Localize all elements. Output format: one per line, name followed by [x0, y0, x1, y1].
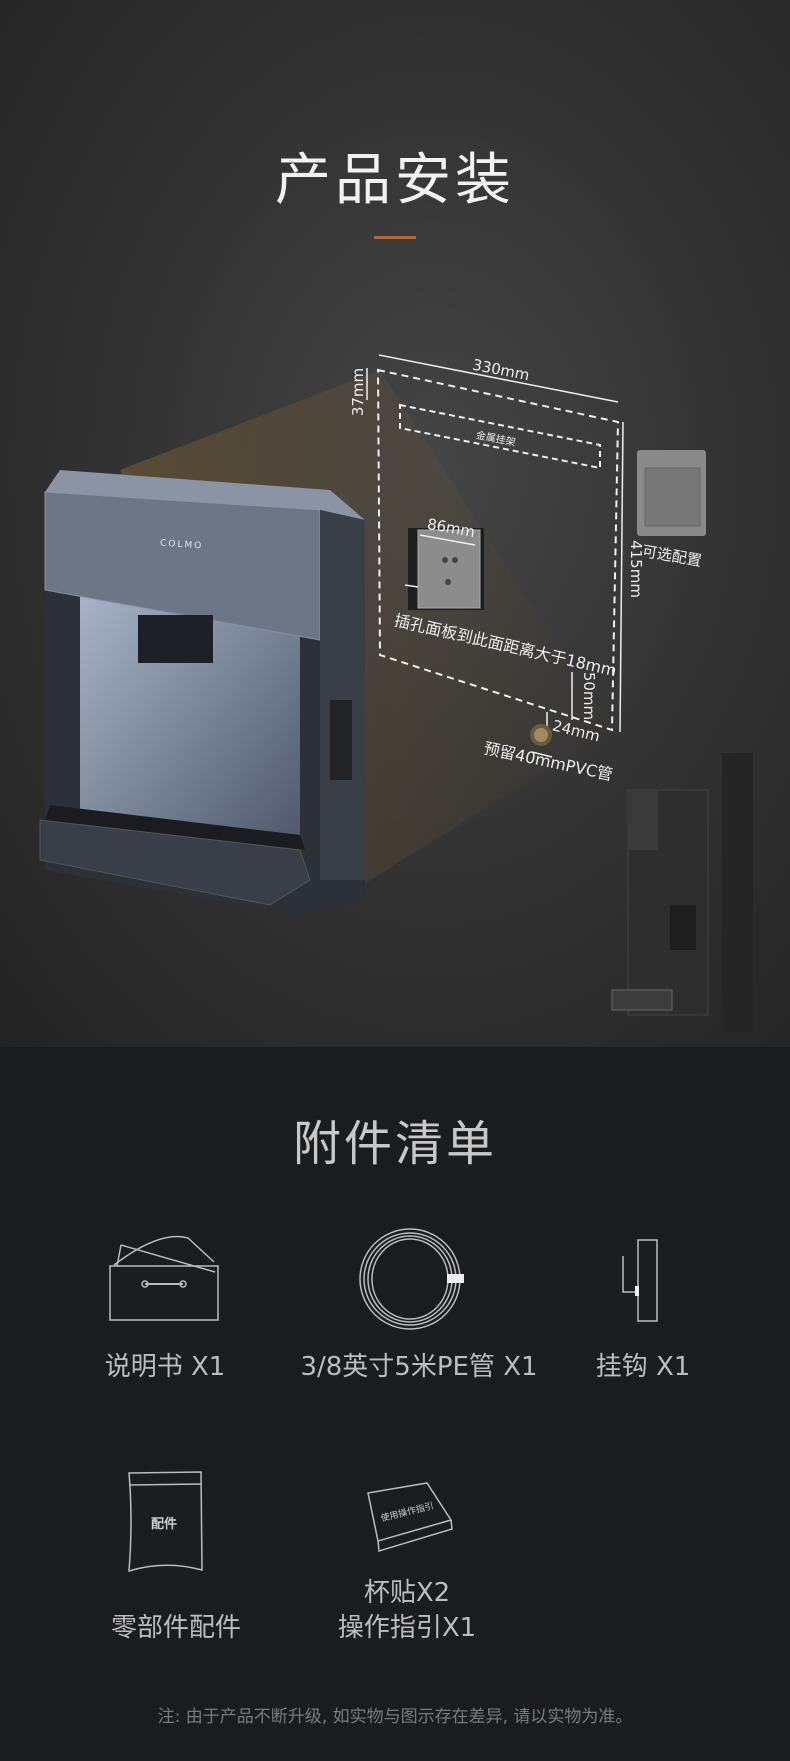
section-title-install: 产品安装 [275, 148, 515, 213]
title-accent-line [374, 236, 416, 239]
accessory-label-manual: 说明书 X1 [104, 1352, 226, 1382]
installation-illustration [39, 354, 753, 1032]
pvc-pipe-icon [530, 724, 552, 746]
install-area-outline [376, 368, 620, 732]
wall-side-icon [722, 753, 753, 1032]
socket-icon [417, 529, 481, 609]
installation-section: 产品安装 330mm 37mm 金属挂架 86mm 插孔面板到此面距离大于18m… [0, 0, 790, 1047]
bottom-offset-label: 50mm [580, 671, 599, 721]
accessories-section [0, 1047, 790, 1761]
accessory-label-guide: 操作指引X1 [337, 1613, 477, 1643]
accessory-label-hook: 挂钩 X1 [595, 1352, 691, 1382]
accessory-label-tube: 3/8英寸5米PE管 X1 [300, 1352, 538, 1382]
accessory-label-parts: 零部件配件 [110, 1613, 242, 1643]
width-dimension-line [378, 354, 619, 403]
top-offset-label: 37mm [349, 367, 368, 417]
accessory-label-cup-sticker: 杯贴X2 [363, 1578, 451, 1608]
height-dimension-line [619, 421, 624, 733]
disclaimer-note: 注: 由于产品不断升级, 如实物与图示存在差异, 请以实物为准。 [157, 1707, 633, 1727]
bracket-outline [399, 403, 601, 470]
section-title-accessories: 附件清单 [292, 1116, 497, 1172]
parts-bag-text: 配件 [151, 1517, 178, 1532]
